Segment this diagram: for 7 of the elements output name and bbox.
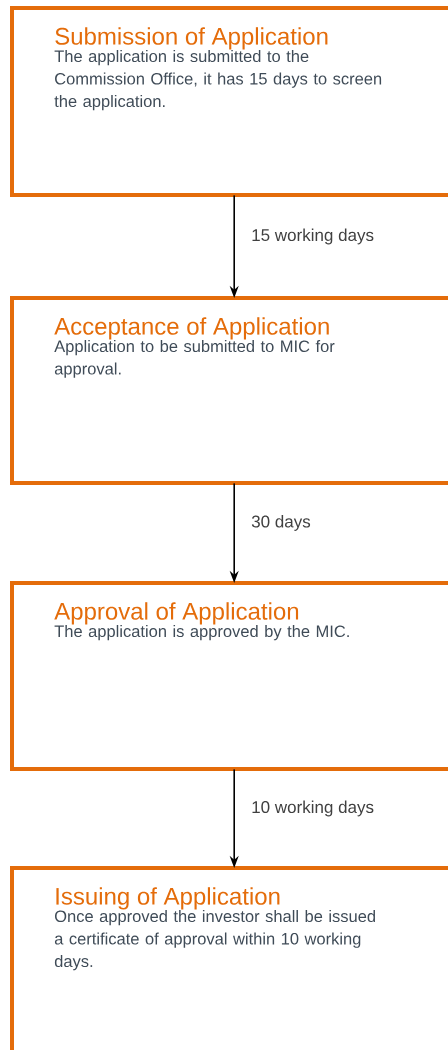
process-box: Issuing of Application Once approved the investor shall be issued a certificate of approval within 10 working days. bbox=[10, 866, 448, 1050]
process-box: Acceptance of Application Application to be submitted to MIC for approval. bbox=[10, 296, 448, 485]
process-box: Submission of Application The application is submitted to the Commission Office, it has 15 days to screen the application. bbox=[10, 6, 448, 197]
edge-label: 10 working days bbox=[252, 800, 374, 817]
process-box: Approval of Application The application is approved by the MIC. bbox=[10, 581, 448, 771]
edge-label: 15 working days bbox=[252, 228, 374, 245]
edge-label: 30 days bbox=[251, 515, 311, 531]
